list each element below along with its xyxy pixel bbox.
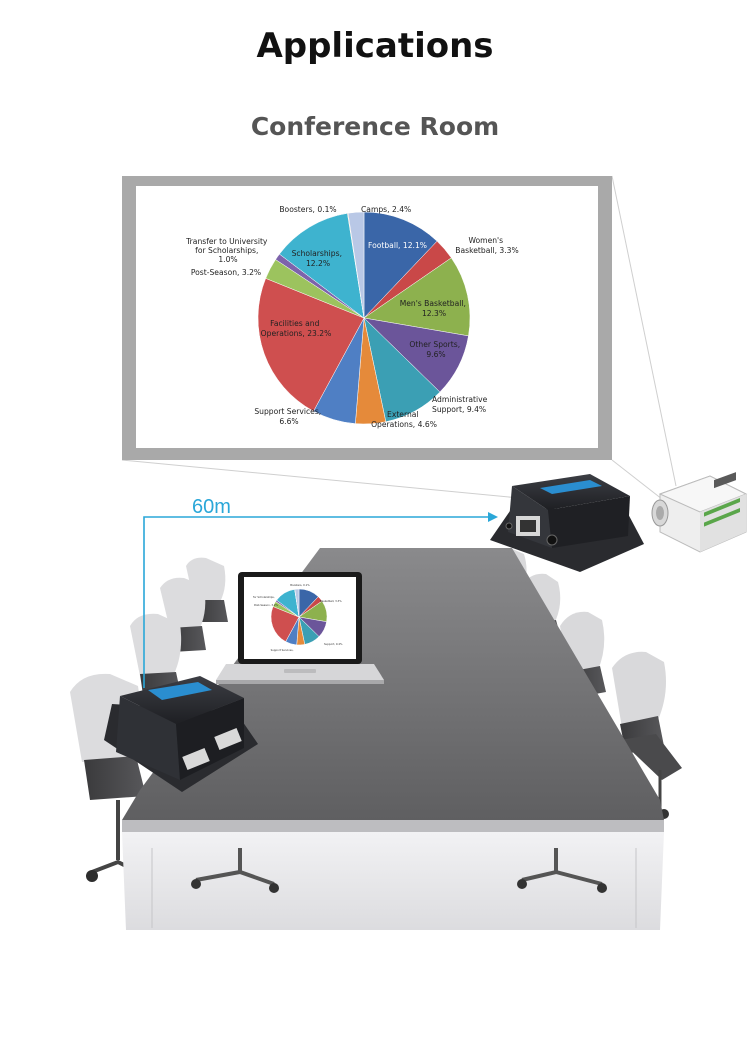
laptop-base-edge [216,680,384,684]
pie-slice [279,213,365,319]
mini-label-womens: Basketball, 3.3% [320,599,342,603]
projection-beam-line [121,459,541,501]
hdmi-extension-link: 60m [143,496,498,688]
label-womens-basketball: Women's Basketball, 3.3% [455,236,518,255]
label-football: Football, 12.1% [368,241,427,250]
distance-label: 60m [192,496,231,518]
label-facilities-operations: Facilities and Operations, 23.2% [261,319,332,338]
hdmi-receiver [490,474,644,572]
laptop: Boosters, 0.1% Basketball, 3.3% for Scho… [216,572,384,684]
label-administrative-support: Administrative Support, 9.4% [432,395,490,414]
mini-label-support: Support Services, [271,648,294,652]
label-external-operations: External Operations, 4.6% [371,410,437,429]
hdmi-transmitter [104,676,258,792]
pie-slice [363,211,438,319]
link-arrow-head [488,512,498,522]
label-post-season: Post-Season, 3.2% [191,268,261,277]
page-title: Applications [256,26,494,66]
label-other-sports: Other Sports, 9.6% [409,340,462,359]
label-boosters: Boosters, 0.1% [279,205,336,214]
pie-slice [363,257,471,337]
laptop-pie-chart [270,588,328,646]
pie-chart-labels: Boosters, 0.1% Camps, 2.4% Football, 12.… [185,205,519,429]
label-support-services: Support Services, 6.6% [254,407,323,426]
label-mens-basketball: Men's Basketball, 12.3% [400,299,469,318]
laptop-pie-labels: Boosters, 0.1% Basketball, 3.3% for Scho… [253,583,343,652]
pie-slice [257,278,365,412]
hdmi-out-port [182,748,210,770]
mini-label-boosters: Boosters, 0.1% [290,583,310,587]
pie-slice [270,606,300,642]
chairs-left [70,557,228,886]
conference-table [122,548,664,930]
label-scholarships: Scholarships, 12.2% [292,249,345,268]
mini-label-transfer: for Scholarships, [253,595,275,599]
pie-slice [347,211,365,319]
projection-beam-line [611,175,677,487]
mini-label-postseason: Post-Season, 3.2% [254,603,279,607]
label-transfer-scholarships: Transfer to University for Scholarships,… [185,237,270,264]
mini-label-admin: Support, 9.4% [324,642,343,646]
power-jack [546,534,558,546]
projection-screen: Boosters, 0.1% Camps, 2.4% Football, 12.… [122,176,612,460]
label-camps: Camps, 2.4% [361,205,411,214]
pie-chart [257,211,471,425]
hdmi-in-port [214,728,242,750]
laptop-touchpad [284,669,316,673]
projector [651,472,748,553]
pie-slice [294,588,300,618]
link-line [143,516,488,688]
section-subtitle: Conference Room [250,112,500,141]
